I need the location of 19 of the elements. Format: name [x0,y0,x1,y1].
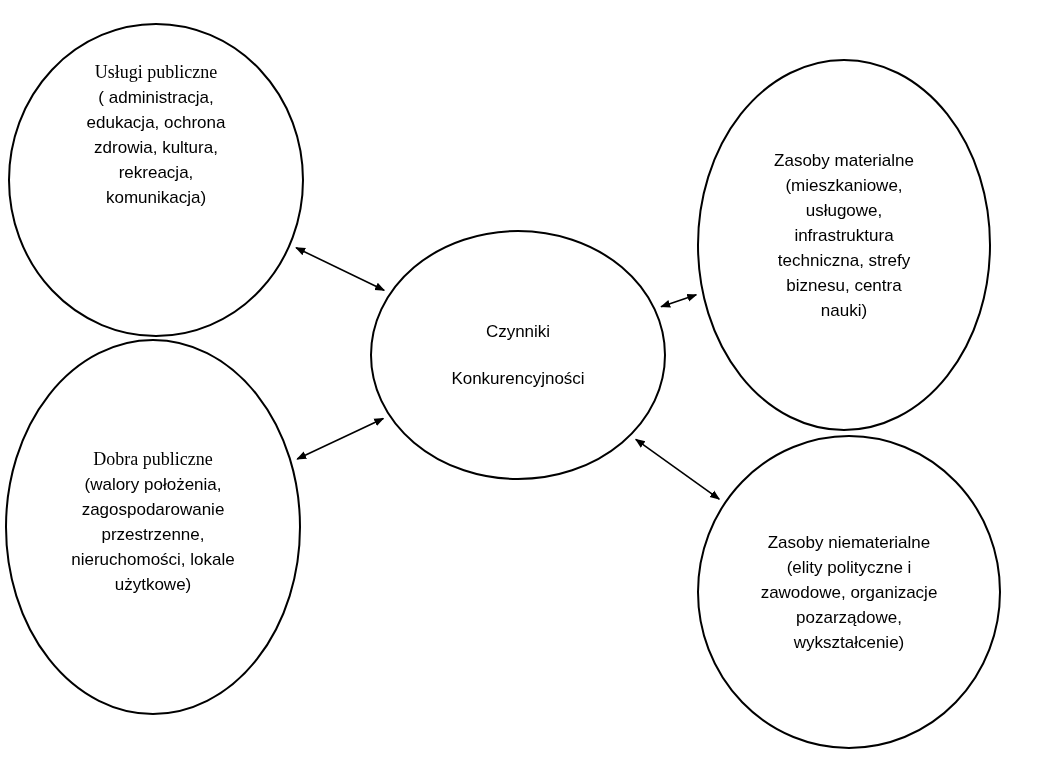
node-text: Konkurencyjności [451,368,585,390]
ellipse-node [697,435,1001,749]
node-text: (mieszkaniowe, usługowe, infrastruktura techniczna, strefy biznesu, centra nauki) [776,174,912,322]
double-arrow [296,417,385,460]
ellipse-node [8,23,304,337]
node-title: Zasoby materialne [774,149,914,172]
node-title: Zasoby niematerialne [767,531,931,554]
node-title: Usługi publiczne [94,61,218,84]
double-arrow [634,438,720,500]
node-text: (walory położenia, zagospodarowanie przestrzenne, nieruchomości, lokale użytkowe) [70,474,236,596]
double-arrow [660,293,698,308]
double-arrow [295,246,386,292]
node-title: Dobra publiczne [93,448,213,471]
ellipse-node [370,230,666,480]
node-title: Czynniki [485,321,551,343]
ellipse-node [697,59,991,431]
node-text: (elity polityczne i zawodowe, organizacje pozarządowe, wykształcenie) [759,556,939,654]
ellipse-node [5,339,301,715]
node-text: ( administracja, edukacja, ochrona zdrowia, kultura, rekreacja, komunikacja) [85,87,227,209]
